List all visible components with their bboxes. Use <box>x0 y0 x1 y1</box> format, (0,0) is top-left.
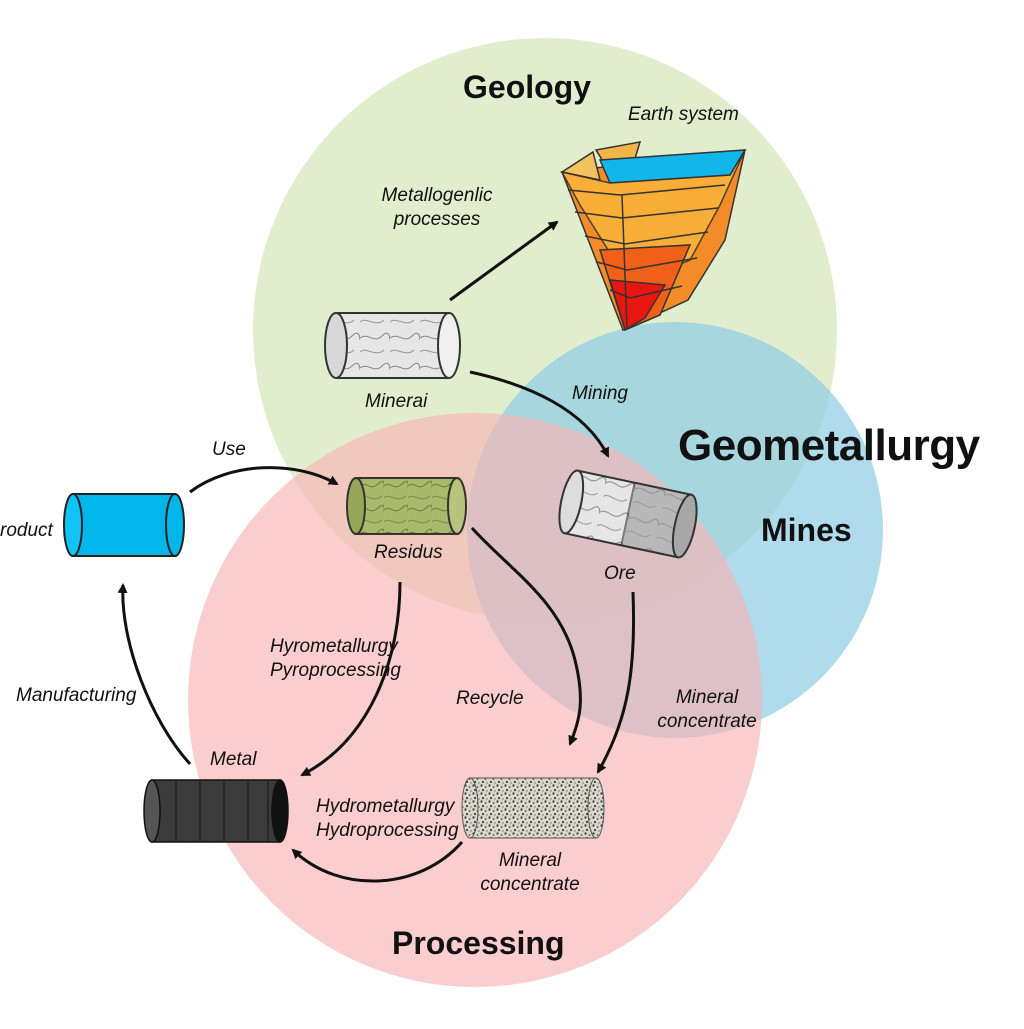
ore-cylinder-icon <box>558 469 698 559</box>
earth-system-label: Earth system <box>628 104 739 125</box>
recycle-label: Recycle <box>456 688 524 709</box>
hyrometallurgy-label-line2: Pyroprocessing <box>270 660 401 681</box>
manufacturing-label: Manufacturing <box>16 685 137 706</box>
metallogenic-arrow <box>449 220 559 302</box>
ore-label: Ore <box>604 563 636 584</box>
mining-arrow <box>469 370 610 458</box>
hyrometallurgy-label: Hyrometallurgy Pyroprocessing <box>270 635 401 683</box>
metallogenic-label-line1: Metallogenlic <box>381 185 493 206</box>
metal-stack-icon <box>143 779 289 843</box>
hydrometallurgy-label-line1: Hydrometallurgy <box>316 796 455 817</box>
product-label: roduct <box>0 520 53 541</box>
hydrometallurgy-arrow <box>291 841 464 883</box>
residus-label: Residus <box>374 542 443 563</box>
residus-cylinder-icon <box>346 477 467 535</box>
earth-system-icon <box>560 141 747 332</box>
concentrate-label: Mineral concentrate <box>470 849 590 897</box>
hydrometallurgy-label: Hydrometallurgy Hydroprocessing <box>316 795 459 843</box>
metallogenic-label-line2: processes <box>393 209 481 230</box>
mineral-concentrate-label: Mineral concentrate <box>652 686 762 734</box>
processing-circle <box>188 413 762 987</box>
concentrate-label-line2: concentrate <box>480 874 580 895</box>
mineral-concentrate-label-line1: Mineral <box>675 687 739 708</box>
geometallurgy-title: Geometallurgy <box>678 421 980 470</box>
hyrometallurgy-label-line1: Hyrometallurgy <box>270 636 398 657</box>
use-label: Use <box>212 439 246 460</box>
mineral-label: Minerai <box>365 391 428 412</box>
geology-title: Geology <box>463 69 592 105</box>
mining-label: Mining <box>572 383 628 404</box>
ore-to-concentrate-arrow <box>596 591 636 774</box>
mines-title: Mines <box>761 512 852 548</box>
mineral-concentrate-label-line2: concentrate <box>657 711 757 732</box>
metallogenic-label: Metallogenlic processes <box>372 184 502 232</box>
concentrate-block-icon <box>461 777 605 839</box>
hydrometallurgy-label-line2: Hydroprocessing <box>316 820 459 841</box>
manufacturing-arrow <box>117 583 192 766</box>
product-cylinder-icon <box>63 493 185 557</box>
processing-title: Processing <box>392 925 565 961</box>
metal-label: Metal <box>210 749 257 770</box>
concentrate-label-line1: Mineral <box>498 850 562 871</box>
recycle-arrow <box>470 526 582 746</box>
hyrometallurgy-arrow <box>300 581 402 777</box>
mineral-cylinder-icon <box>324 312 461 379</box>
use-arrow <box>189 466 339 494</box>
